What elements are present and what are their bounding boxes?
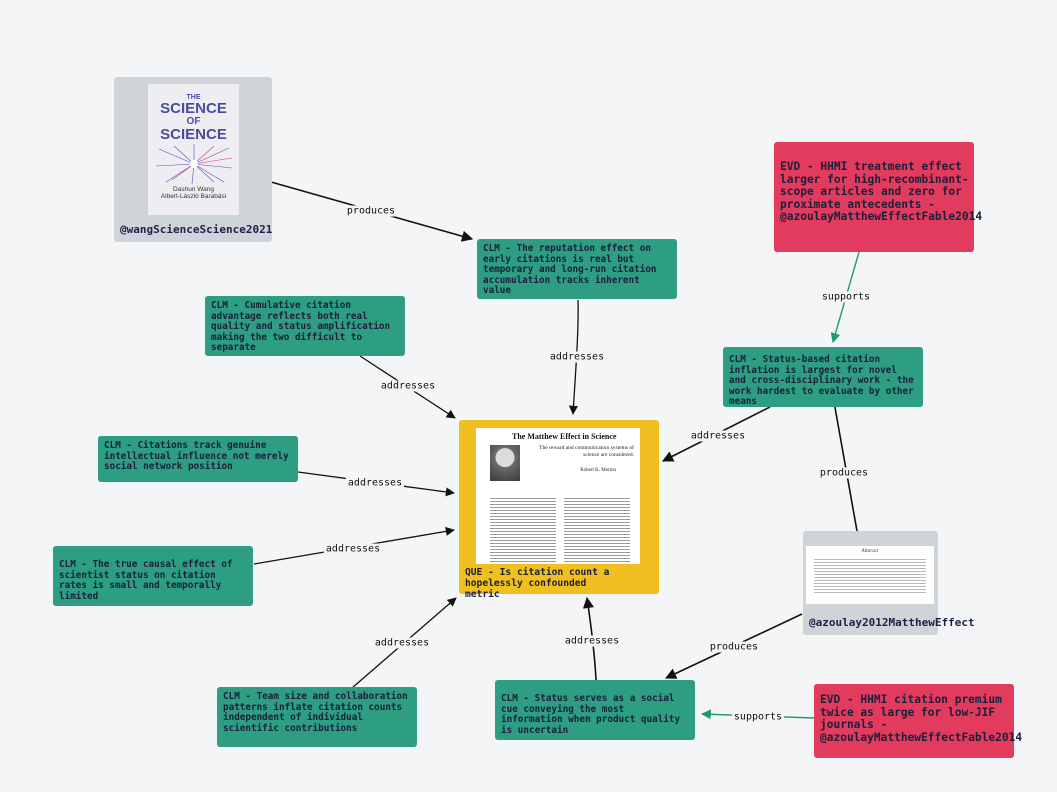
claim-node-novel[interactable]: CLM - Status-based citation inflation is… <box>723 347 923 407</box>
paper-text-lines <box>814 557 926 595</box>
edge-label-produces: produces <box>344 205 398 217</box>
source-node-azoulay[interactable]: Abstract @azoulay2012MatthewEffect <box>803 531 975 635</box>
book-author: Albert-László Barabási <box>160 193 227 200</box>
paper-abstract-heading: Abstract <box>861 549 879 554</box>
book-title-line: OF <box>186 116 201 127</box>
claim-node-statuscue[interactable]: CLM - Status serves as a social cue conv… <box>495 680 695 740</box>
book-cover-image: THE SCIENCE OF SCIENCE Dashun Wang Alber… <box>148 84 239 215</box>
book-title-line: SCIENCE <box>160 126 227 143</box>
claim-node-cumulative[interactable]: CLM - Cumulative citation advantage refl… <box>205 296 405 356</box>
paper-image: The Matthew Effect in Science The reward… <box>476 428 640 564</box>
edge-azoulay-produces-novel <box>827 383 858 532</box>
edge-label-produces: produces <box>817 467 871 479</box>
paper-column-right <box>564 496 630 564</box>
evidence-node-hhmi-premium[interactable]: EVD - HHMI citation premium twice as lar… <box>814 684 1022 758</box>
book-title-line: SCIENCE <box>160 100 227 117</box>
paper-title: The Matthew Effect in Science <box>512 432 617 441</box>
edge-label-addresses: addresses <box>323 543 383 555</box>
source-handle: @azoulay2012MatthewEffect <box>809 616 975 629</box>
paper-subtitle: The reward and communication systems of … <box>539 445 634 458</box>
evidence-node-hhmi-treatment[interactable]: EVD - HHMI treatment effect larger for h… <box>774 142 982 252</box>
edge-label-addresses: addresses <box>547 351 607 363</box>
source-handle: @wangScienceScience2021 <box>120 223 273 236</box>
claim-node-teamsize[interactable]: CLM - Team size and collaboration patter… <box>217 687 417 747</box>
author-photo <box>490 445 520 481</box>
edge-label-addresses: addresses <box>345 477 405 489</box>
claim-node-reputation[interactable]: CLM - The reputation effect on early cit… <box>477 239 677 299</box>
paper-author: Robert K. Merton <box>580 468 616 473</box>
claim-node-causal[interactable]: CLM - The true causal effect of scientis… <box>53 546 253 606</box>
source-node-wang[interactable]: THE SCIENCE OF SCIENCE Dashun Wang Alber… <box>114 77 272 242</box>
starburst-graphic <box>155 144 232 185</box>
paper-thumbnail: Abstract <box>806 546 934 604</box>
edge-label-addresses: addresses <box>562 635 622 647</box>
question-node[interactable]: The Matthew Effect in Science The reward… <box>459 420 659 600</box>
edge-label-supports: supports <box>819 291 873 303</box>
edge-label-produces: produces <box>707 641 761 653</box>
paper-column-left <box>490 496 556 564</box>
book-author: Dashun Wang <box>173 186 214 193</box>
edge-label-addresses: addresses <box>378 380 438 392</box>
claim-node-genuine[interactable]: CLM - Citations track genuine intellectu… <box>98 436 298 482</box>
edge-label-addresses: addresses <box>372 637 432 649</box>
question-label: QUE - Is citation count a hopelessly con… <box>465 567 610 600</box>
edge-label-supports: supports <box>731 711 785 723</box>
book-title-line: THE <box>186 94 201 101</box>
edge-label-addresses: addresses <box>688 430 748 442</box>
